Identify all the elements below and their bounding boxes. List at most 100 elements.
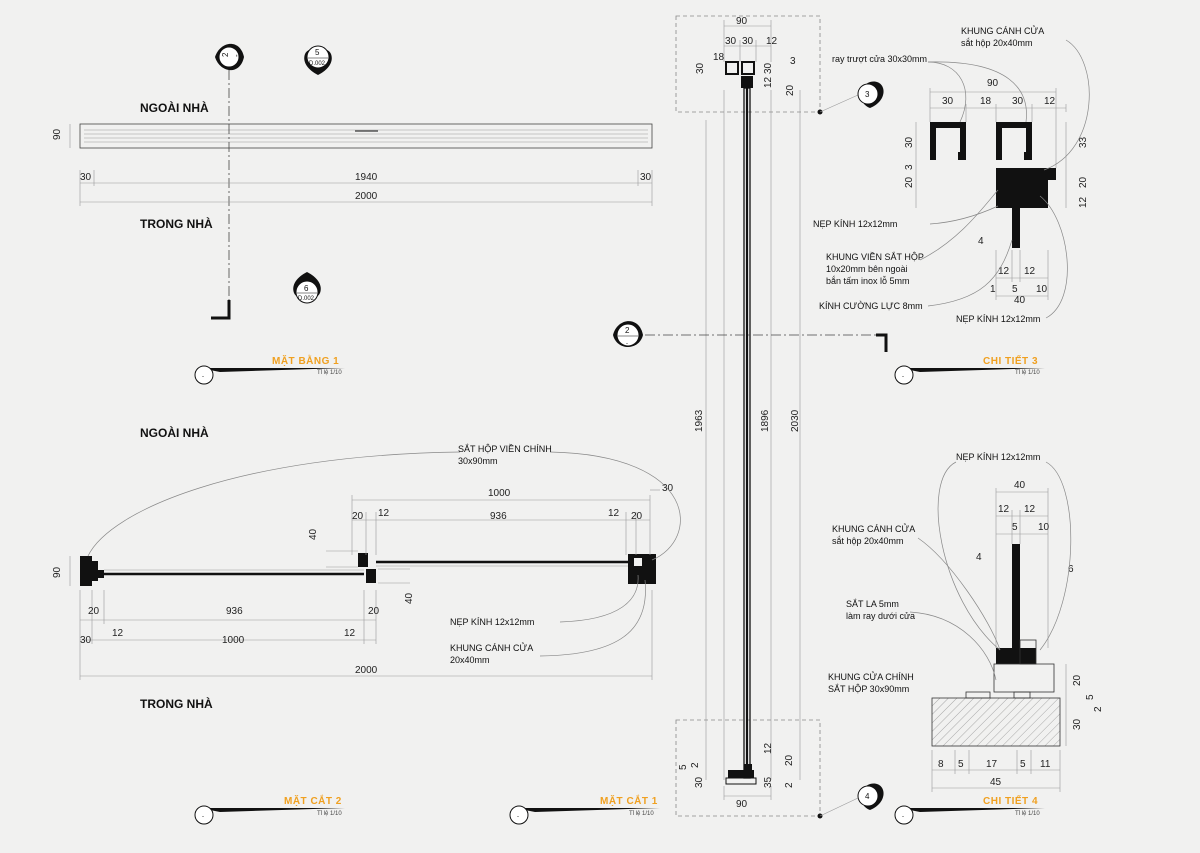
section1-tag-3[interactable]: 3 bbox=[819, 81, 884, 113]
section2-view: NGOÀI NHÀ TRONG NHÀ 1000 20 12 936 12 20… bbox=[52, 425, 681, 825]
section1-dim-top-w: 90 bbox=[736, 16, 748, 27]
detail3-trim-label-3: bắn tấm inox lỗ 5mm bbox=[826, 276, 910, 286]
detail4-dim-r: 6 bbox=[1068, 564, 1074, 575]
detail4-frame-label-2: SẮT HỘP 30x90mm bbox=[828, 684, 909, 694]
svg-text:-: - bbox=[517, 814, 519, 820]
section1-dim-vert-a: 1963 bbox=[694, 409, 705, 432]
plan-door-outline bbox=[79, 123, 653, 149]
section2-outside-label: NGOÀI NHÀ bbox=[140, 425, 209, 440]
section1-dim-top-e: 30 bbox=[695, 62, 706, 74]
detail3-dim-c2: 5 bbox=[1012, 284, 1018, 295]
detail4-scale: Tỉ lệ 1/10 bbox=[1015, 810, 1040, 817]
section1-dim-bot-g: 2 bbox=[784, 782, 795, 788]
detail4-dim-bot-0: 8 bbox=[938, 759, 944, 770]
section2-inside-label: TRONG NHÀ bbox=[140, 696, 213, 711]
plan-outside-label: NGOÀI NHÀ bbox=[140, 100, 209, 115]
section2-dim-bot-gap: 40 bbox=[404, 592, 415, 604]
section1-dim-bot-a: 12 bbox=[763, 742, 774, 754]
section1-dim-bot-c: 5 bbox=[678, 764, 689, 770]
detail3-dim-c3: 10 bbox=[1036, 284, 1048, 295]
plan-section-tag-sub: - bbox=[232, 54, 241, 57]
plan-view: NGOÀI NHÀ TRONG NHÀ 90 30 1940 30 2000 2… bbox=[52, 43, 653, 385]
detail4-dim-v3: 2 bbox=[1093, 706, 1104, 712]
detail3-dim-c1: 1 bbox=[990, 284, 996, 295]
plan-section-tag-num: 2 bbox=[221, 52, 230, 57]
detail3-dim-r1: 33 bbox=[1078, 136, 1089, 148]
detail4-title-block: - CHI TIẾT 4 Tỉ lệ 1/10 bbox=[894, 794, 1045, 825]
section1-title: MẶT CẮT 1 bbox=[600, 794, 658, 807]
section2-bead-label: NẸP KÍNH 12x12mm bbox=[450, 617, 534, 627]
plan-section-tag[interactable]: 2 - bbox=[215, 43, 244, 71]
section1-tag-2-sub: - bbox=[626, 341, 628, 347]
detail4-dim-btot: 45 bbox=[990, 777, 1002, 788]
section1-dim-bot-f: 35 bbox=[763, 776, 774, 788]
detail4-dim-bot-1: 5 bbox=[958, 759, 964, 770]
plan-dim-total: 2000 bbox=[355, 191, 378, 202]
detail3-dim-c: 30 bbox=[1012, 96, 1024, 107]
section2-dim-top-a: 20 bbox=[352, 511, 364, 522]
detail4-view: 40 12 12 5 10 4 6 20 5 2 30 8 5 17 5 11 … bbox=[828, 452, 1104, 825]
plan-tag-6-num: 6 bbox=[304, 284, 309, 293]
section2-dim-bot-glass: 936 bbox=[226, 606, 243, 617]
detail4-dim-bot-4: 11 bbox=[1040, 759, 1051, 770]
detail4-dim-v4: 30 bbox=[1072, 718, 1083, 730]
plan-tag-5[interactable]: 5 D.002 bbox=[304, 45, 332, 75]
section2-dim-bot-c: 30 bbox=[80, 635, 92, 646]
plan-title-block: - MẶT BẰNG 1 Tỉ lệ 1/10 bbox=[194, 354, 345, 385]
section1-dim-top-g: 3 bbox=[790, 56, 796, 67]
detail3-dim-r3: 12 bbox=[1078, 196, 1089, 208]
detail3-dim-b1: 12 bbox=[998, 266, 1010, 277]
detail4-frame-label-1: KHUNG CỬA CHÍNH bbox=[828, 671, 914, 682]
plan-title: MẶT BẰNG 1 bbox=[272, 354, 339, 367]
plan-dim-thick: 90 bbox=[52, 128, 63, 140]
section1-tag-2-num: 2 bbox=[625, 326, 630, 335]
section1-dim-vert-c: 2030 bbox=[790, 409, 801, 432]
detail4-flat-label-2: làm ray dưới cửa bbox=[846, 611, 915, 621]
detail3-dim-v3: 20 bbox=[904, 176, 915, 188]
detail4-dim-v2: 5 bbox=[1085, 694, 1096, 700]
detail3-glass-label: KÍNH CƯỜNG LỰC 8mm bbox=[819, 301, 923, 311]
detail4-dim-a: 12 bbox=[998, 504, 1010, 515]
plan-tag-5-num: 5 bbox=[315, 48, 320, 57]
detail4-dim-bot-3: 5 bbox=[1020, 759, 1026, 770]
section1-tag-4[interactable]: 4 bbox=[819, 783, 884, 817]
detail4-dim-bot-2: 17 bbox=[986, 759, 998, 770]
detail3-dim-d: 12 bbox=[1044, 96, 1056, 107]
detail3-sash bbox=[996, 168, 1048, 208]
section2-dim-bot-b: 20 bbox=[368, 606, 380, 617]
section2-title: MẶT CẮT 2 bbox=[284, 794, 342, 807]
detail4-sash bbox=[996, 648, 1036, 664]
detail3-title-block: - CHI TIẾT 3 Tỉ lệ 1/10 bbox=[894, 354, 1045, 385]
section2-dim-top-d: 20 bbox=[631, 511, 643, 522]
detail4-dim-tot: 40 bbox=[1014, 480, 1026, 491]
detail4-sash-label-2: sắt hộp 20x40mm bbox=[832, 536, 904, 546]
section1-dim-top-h: 12 bbox=[763, 76, 774, 88]
detail4-sash-label-1: KHUNG CÁNH CỬA bbox=[832, 523, 915, 534]
detail4-glass bbox=[1012, 544, 1020, 648]
section2-dim-top-b: 12 bbox=[378, 508, 390, 519]
plan-tag-6[interactable]: 6 D.002 bbox=[293, 272, 321, 304]
plan-dim-left: 30 bbox=[80, 172, 92, 183]
detail4-dim-v1: 20 bbox=[1072, 674, 1083, 686]
section2-sash-label-1: KHUNG CÁNH CỬA bbox=[450, 642, 533, 653]
detail4-dim-g: 4 bbox=[976, 552, 982, 563]
section2-main-frame-label-2: 30x90mm bbox=[458, 456, 498, 466]
section1-cut-line-2[interactable]: 2 - bbox=[613, 321, 888, 352]
plan-scale: Tỉ lệ 1/10 bbox=[317, 369, 342, 376]
detail3-glass bbox=[1012, 208, 1020, 248]
detail4-dim-c: 5 bbox=[1012, 522, 1018, 533]
detail3-dim-tot: 40 bbox=[1014, 295, 1026, 306]
section1-scale: Tỉ lệ 1/10 bbox=[629, 810, 654, 817]
plan-dim-mid: 1940 bbox=[355, 172, 378, 183]
detail3-dim-v2: 3 bbox=[904, 164, 915, 170]
section1-dim-top-c: 12 bbox=[766, 36, 778, 47]
detail4-main-frame bbox=[931, 697, 1061, 747]
section2-dim-bot-sash: 1000 bbox=[222, 635, 245, 646]
section2-dim-bot-thick: 90 bbox=[52, 566, 63, 578]
section2-dim-top-glass: 936 bbox=[490, 511, 507, 522]
svg-text:-: - bbox=[902, 814, 904, 820]
svg-text:-: - bbox=[902, 374, 904, 380]
section1-dim-bot-w: 90 bbox=[736, 799, 748, 810]
